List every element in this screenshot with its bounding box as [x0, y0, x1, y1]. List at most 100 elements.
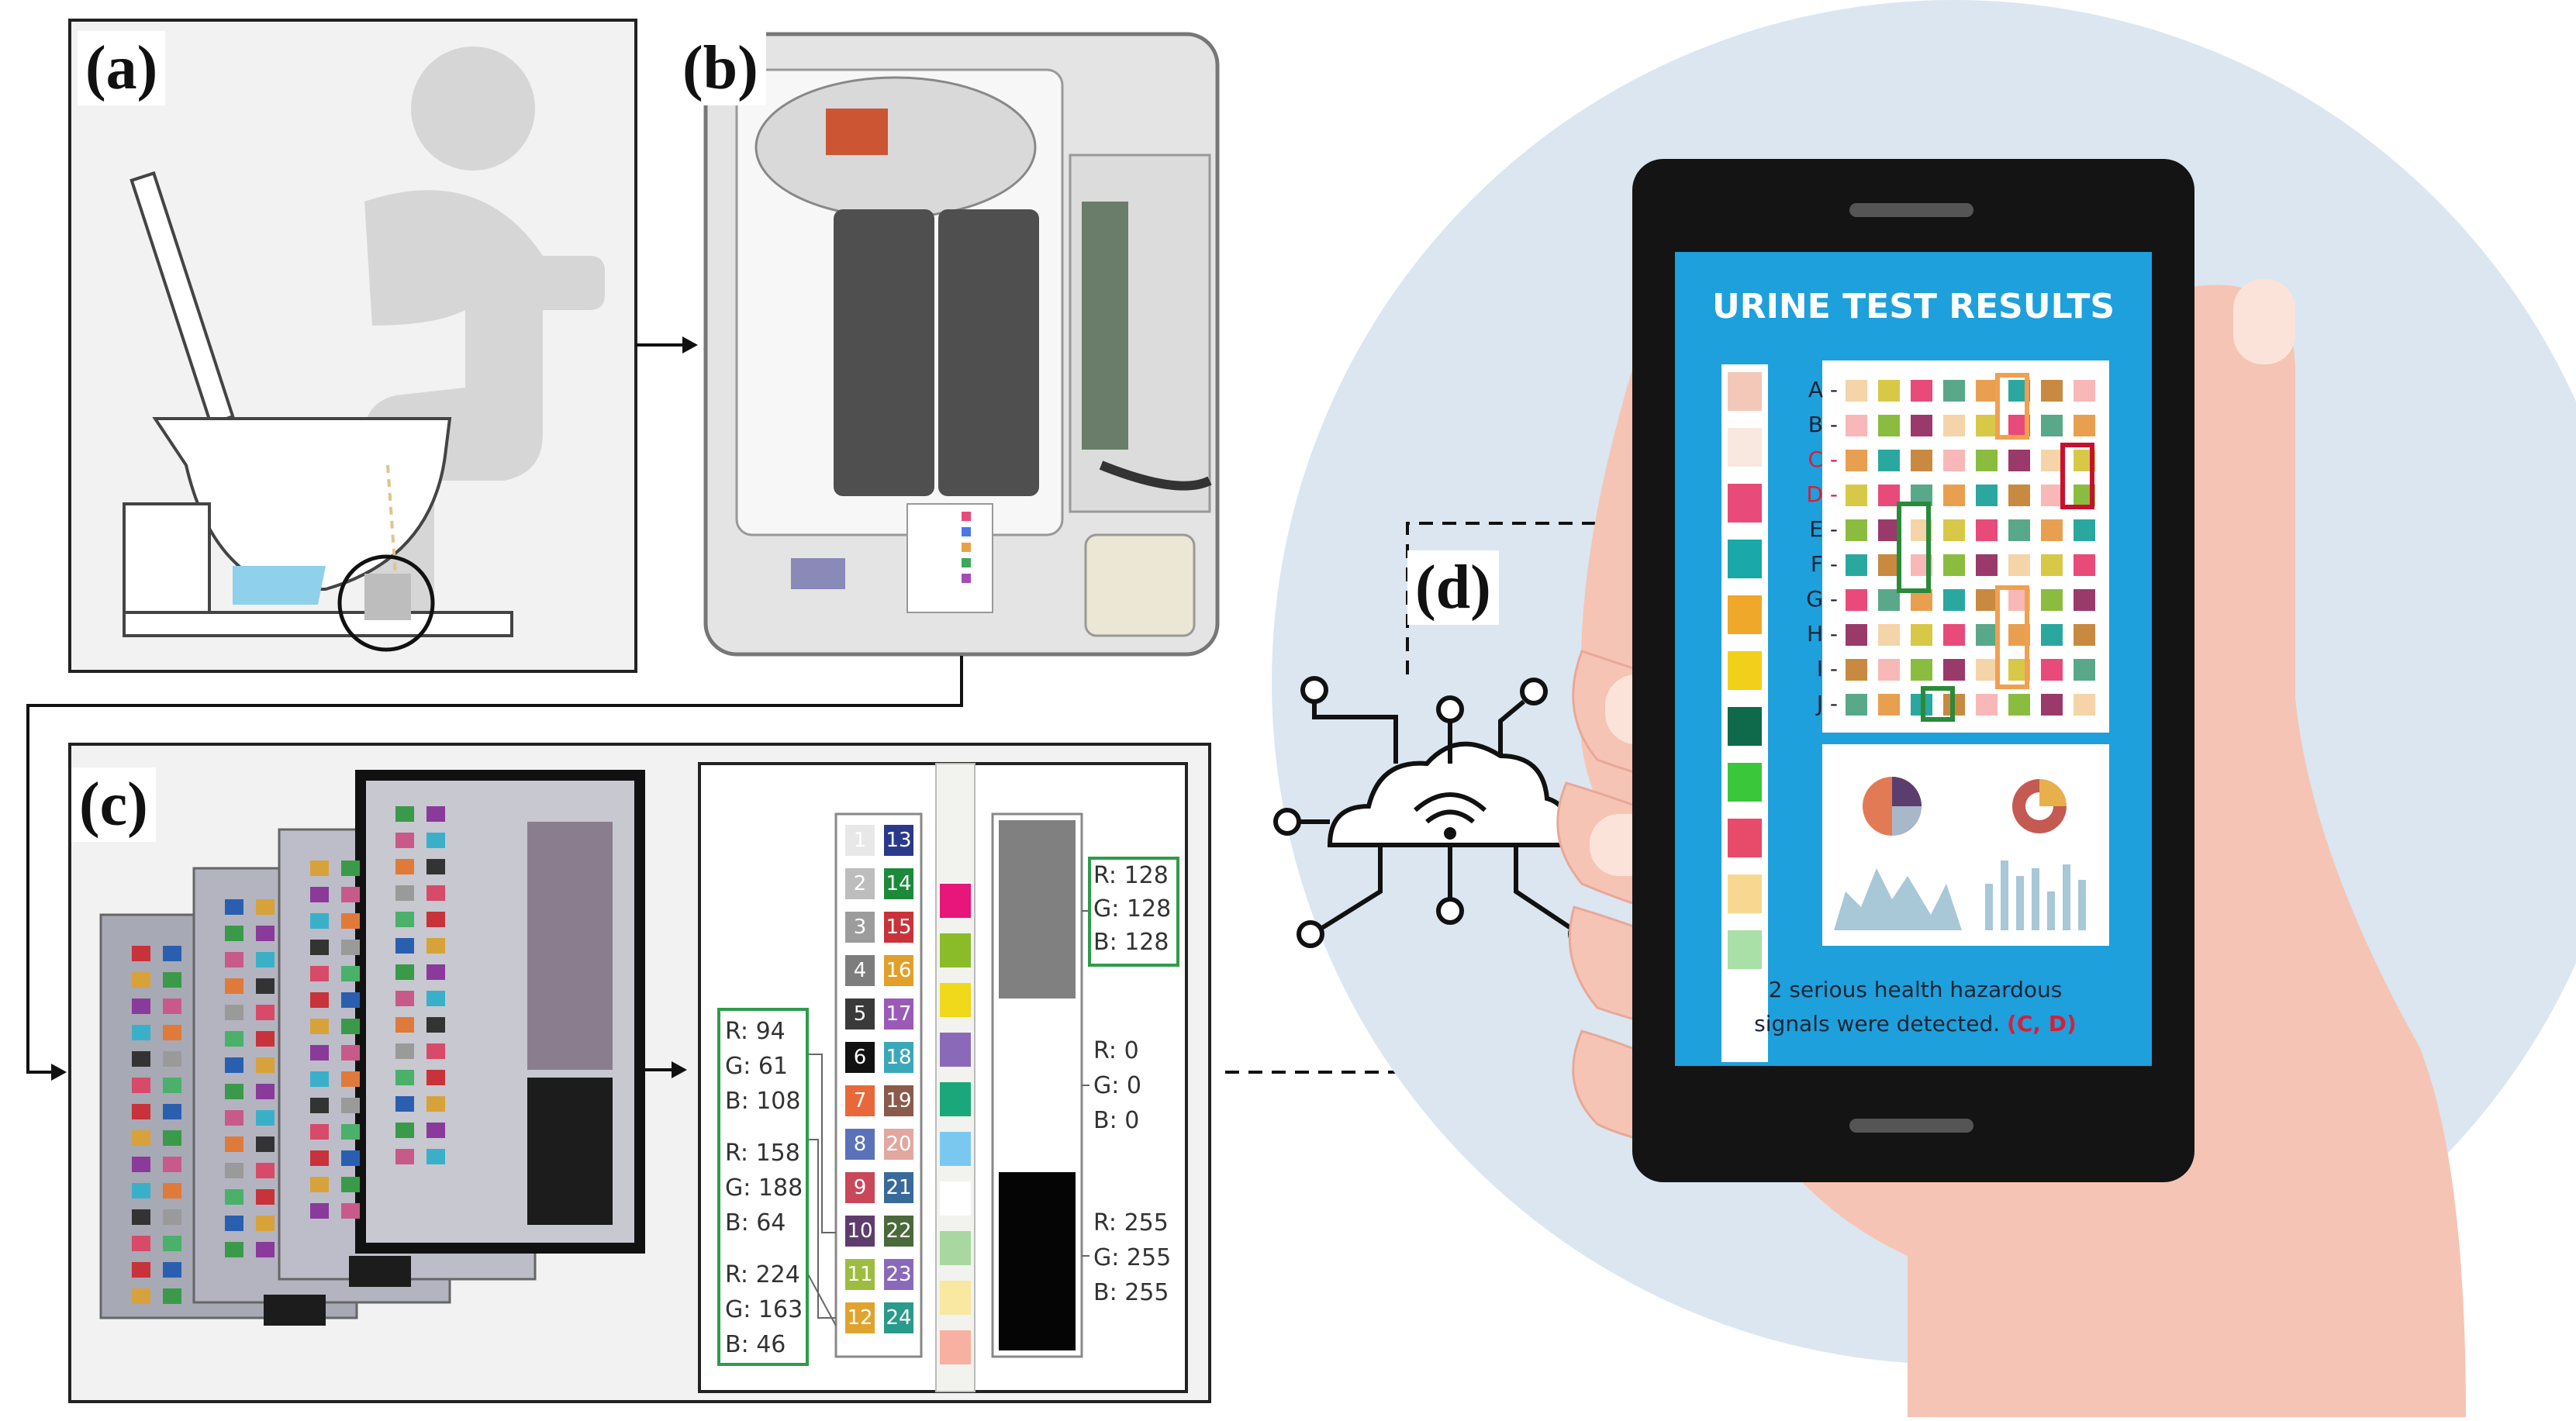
card-swatch [225, 1084, 243, 1099]
rgb-b-46: B: 46 [725, 1331, 786, 1358]
ref-cell-right [884, 1042, 913, 1073]
card-swatch [426, 806, 445, 822]
card-swatch [426, 1070, 445, 1085]
ref-number: 19 [886, 1089, 912, 1112]
card-swatch [426, 912, 445, 927]
rgb-white-b: B: 255 [1093, 1279, 1169, 1306]
result-cell [1846, 589, 1867, 611]
result-cell [2041, 554, 2063, 576]
ref-cell-left [845, 868, 875, 899]
card-swatch [132, 1288, 150, 1304]
ref-number: 1 [853, 829, 867, 852]
ref-number: 4 [853, 959, 867, 982]
ref-cell-left [845, 1085, 875, 1116]
result-cell [1846, 694, 1867, 716]
card-swatch [395, 964, 414, 980]
card-swatch [256, 978, 275, 994]
ref-number: 16 [886, 959, 912, 982]
card-swatch [132, 972, 150, 988]
card-swatch [225, 1057, 243, 1073]
card-swatch [225, 1189, 243, 1205]
result-cell [2041, 624, 2063, 646]
ref-cell-left [845, 1216, 875, 1247]
card-swatch [395, 938, 414, 954]
card-swatch [225, 1110, 243, 1126]
hazard-codes: (C, D) [2007, 1011, 2077, 1036]
row-label: A - [1808, 377, 1838, 402]
result-cell [2008, 694, 2030, 716]
card-swatch [132, 1157, 150, 1172]
result-cell [1878, 554, 1900, 576]
ref-number: 13 [886, 829, 912, 852]
card-swatch [163, 1288, 181, 1304]
ref-number: 14 [886, 872, 912, 895]
card-swatch [426, 1096, 445, 1112]
ref-number: 18 [886, 1046, 912, 1069]
result-cell [2041, 659, 2063, 681]
row-label: J - [1816, 691, 1838, 716]
phone-strip-pad [1728, 484, 1762, 523]
card-swatch [395, 1149, 414, 1164]
card-swatch [341, 861, 360, 876]
result-cell [1976, 554, 1998, 576]
ref-number: 22 [886, 1219, 912, 1243]
result-cell [1976, 485, 1998, 506]
ref-cell-right [884, 1085, 913, 1116]
card-swatch [256, 899, 275, 915]
ref-cell-left [845, 825, 875, 856]
card-swatch [132, 1130, 150, 1146]
rgb-r-224: R: 224 [725, 1261, 800, 1288]
ref-cell-left [845, 1042, 875, 1073]
phone-strip-pad [1728, 763, 1762, 802]
card-swatch [256, 1005, 275, 1020]
ref-cell-right [884, 998, 913, 1030]
card-swatch [225, 1031, 243, 1047]
result-cell [2008, 554, 2030, 576]
result-cell [1846, 380, 1867, 402]
result-cell [1976, 380, 1998, 402]
card-swatch [163, 946, 181, 961]
card-swatch [395, 833, 414, 848]
panel-label-d: (d) [1407, 550, 1499, 625]
card-swatch [225, 978, 243, 994]
card-swatch [341, 992, 360, 1008]
card-swatch [310, 1071, 329, 1087]
strip-pad [940, 1082, 971, 1116]
rgb-gray-r: R: 128 [1093, 862, 1169, 889]
result-cell [1846, 415, 1867, 436]
result-cell [1846, 659, 1867, 681]
rgb-black-g: G: 0 [1093, 1072, 1141, 1099]
ref-cell-left [845, 1129, 875, 1160]
strip-pad [940, 983, 971, 1017]
card-swatch [163, 998, 181, 1014]
card-swatch [225, 1163, 243, 1178]
row-label: B - [1808, 412, 1838, 437]
rgb-gray-b: B: 128 [1093, 929, 1169, 956]
card-swatch [310, 861, 329, 876]
card-swatch [395, 1123, 414, 1138]
panel-label-a: (a) [78, 31, 166, 105]
row-label: F - [1810, 551, 1838, 577]
test-strip-pads [940, 884, 971, 1364]
rgb-g-188: G: 188 [725, 1174, 803, 1202]
ref-number: 24 [886, 1306, 912, 1330]
card-swatch [341, 1019, 360, 1034]
card-swatch [163, 1130, 181, 1146]
card-swatch [132, 1183, 150, 1199]
ref-number: 11 [847, 1263, 873, 1286]
row-label: E - [1809, 516, 1838, 542]
card-swatch [426, 1017, 445, 1033]
card-swatch [132, 1051, 150, 1067]
phone-strip-pad [1728, 595, 1762, 634]
card-swatch [395, 912, 414, 927]
mini-dashboard [1834, 777, 2086, 930]
ref-number: 9 [853, 1176, 867, 1199]
card-swatch [310, 887, 329, 902]
ref-cell-left [845, 998, 875, 1030]
ref-number: 2 [853, 872, 867, 895]
rgb-group-left [717, 1008, 809, 1366]
result-cell [1878, 485, 1900, 506]
card-swatch [310, 1150, 329, 1166]
row-label: D - [1806, 481, 1838, 507]
ref-number: 10 [847, 1219, 873, 1243]
